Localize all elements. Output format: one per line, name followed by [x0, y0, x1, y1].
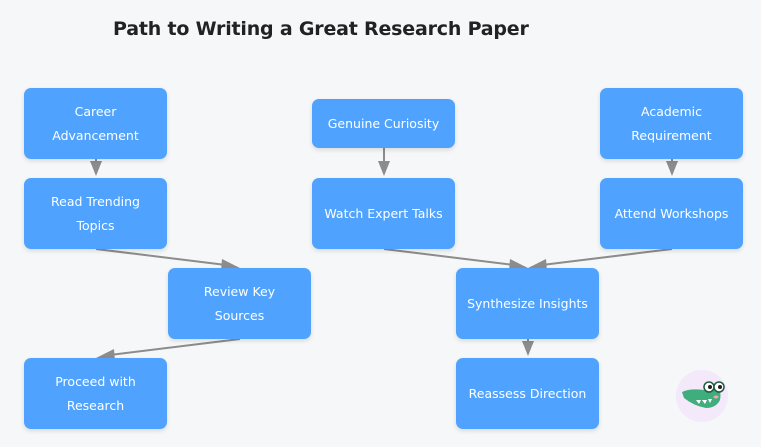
node-genuine-curiosity: Genuine Curiosity — [312, 99, 455, 148]
arrowhead — [90, 161, 102, 176]
node-read-trending-topics: Read Trending Topics — [24, 178, 167, 249]
edge-read-review — [95, 248, 227, 266]
node-academic-requirement: Academic Requirement — [600, 88, 743, 159]
arrowhead — [378, 161, 390, 176]
node-review-key-sources: Review Key Sources — [168, 268, 311, 339]
node-watch-expert-talks: Watch Expert Talks — [312, 178, 455, 249]
arrowhead — [522, 341, 534, 356]
node-career-advancement: Career Advancement — [24, 88, 167, 159]
edge-review-proceed — [109, 338, 241, 356]
crocodile-mascot-icon — [676, 370, 728, 422]
node-attend-workshops: Attend Workshops — [600, 178, 743, 249]
diagram-title: Path to Writing a Great Research Paper — [113, 18, 529, 40]
node-synthesize-insights: Synthesize Insights — [456, 268, 599, 339]
arrowhead — [666, 161, 678, 176]
node-proceed-with-research: Proceed with Research — [24, 358, 167, 429]
node-reassess-direction: Reassess Direction — [456, 358, 599, 429]
edge-attend-synth — [541, 248, 673, 266]
edge-watch-synth — [383, 248, 515, 266]
